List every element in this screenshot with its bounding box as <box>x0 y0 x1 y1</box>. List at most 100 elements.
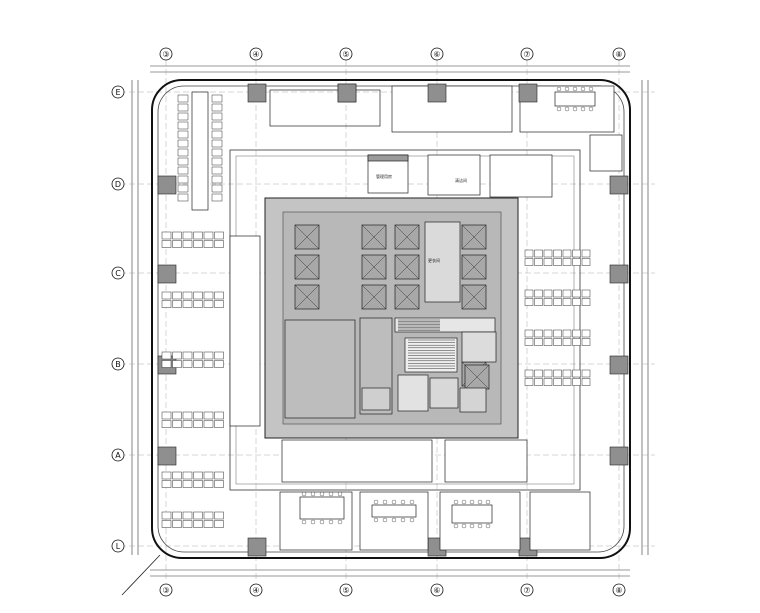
desk <box>572 329 581 338</box>
chair <box>301 519 307 525</box>
desk <box>562 369 572 378</box>
desk <box>214 420 224 428</box>
grid-bubble-col <box>430 583 444 597</box>
desk <box>581 289 591 298</box>
desk <box>562 378 572 386</box>
chair <box>328 519 334 525</box>
desk <box>172 511 182 520</box>
desk <box>193 351 203 360</box>
desk <box>553 258 562 266</box>
desk <box>534 369 543 378</box>
desk <box>203 360 214 368</box>
desk <box>172 360 182 368</box>
desk <box>572 378 581 386</box>
chair <box>572 86 578 92</box>
desk <box>161 511 172 520</box>
desk <box>214 511 224 520</box>
desk <box>543 369 553 378</box>
desk <box>534 378 543 386</box>
grid-bubble-label: ③ <box>162 586 169 595</box>
desk <box>193 360 203 368</box>
chair <box>453 523 459 529</box>
desk <box>203 471 214 480</box>
desk <box>172 420 182 428</box>
desk <box>524 298 534 306</box>
chair <box>477 523 483 529</box>
desk <box>214 411 224 420</box>
conference-table <box>371 504 417 518</box>
desk <box>172 291 182 300</box>
chair <box>382 499 388 505</box>
desk <box>182 300 193 308</box>
chair <box>485 499 491 505</box>
chair <box>469 523 475 529</box>
desk <box>553 298 562 306</box>
desk <box>572 289 581 298</box>
desk <box>543 289 553 298</box>
desk <box>214 480 224 488</box>
grid-bubble-label: ⑤ <box>342 586 349 595</box>
grid-bubble-label: ⑤ <box>342 50 349 59</box>
desk <box>543 258 553 266</box>
desk <box>161 471 172 480</box>
desk <box>161 291 172 300</box>
grid-bubble-col <box>612 583 626 597</box>
desk <box>182 240 193 248</box>
workstation-desks <box>161 91 591 528</box>
desk <box>553 338 562 346</box>
desk <box>177 139 189 148</box>
chair <box>319 519 325 525</box>
desk <box>172 411 182 420</box>
chair <box>461 499 467 505</box>
chair <box>588 86 594 92</box>
grid-bubble-col <box>339 583 353 597</box>
desk <box>524 378 534 386</box>
desk <box>172 300 182 308</box>
grid-bubble-label: ⑦ <box>523 586 530 595</box>
chair <box>382 517 388 523</box>
desk <box>211 157 223 166</box>
desk <box>193 520 203 528</box>
desk <box>534 258 543 266</box>
grid-bubble-label: C <box>115 269 121 278</box>
desk <box>581 249 591 258</box>
desk <box>203 411 214 420</box>
chair <box>310 519 316 525</box>
room-label-management: 管理用房 <box>376 173 392 179</box>
column <box>247 83 267 103</box>
chair <box>391 517 397 523</box>
desk <box>211 184 223 193</box>
leader-line <box>121 554 161 596</box>
stairs <box>398 319 455 369</box>
grid-bubble-col <box>249 583 263 597</box>
desk <box>534 329 543 338</box>
desk <box>182 471 193 480</box>
desk <box>553 249 562 258</box>
chair <box>461 523 467 529</box>
desk <box>562 289 572 298</box>
desk <box>177 166 189 175</box>
desk <box>524 338 534 346</box>
room-label-cleaning: 清洁间 <box>455 177 467 183</box>
desk <box>161 351 172 360</box>
desk <box>177 112 189 121</box>
desk <box>553 378 562 386</box>
conference-table <box>554 91 596 107</box>
desk <box>177 103 189 112</box>
desk <box>581 338 591 346</box>
desk <box>203 291 214 300</box>
grid-bubble-col <box>159 583 173 597</box>
grid-bubble-label: D <box>115 180 121 189</box>
column <box>247 537 267 557</box>
desk <box>524 369 534 378</box>
grid-bubble-row <box>111 539 125 553</box>
desk <box>562 258 572 266</box>
grid-bubble-label: ⑦ <box>523 50 530 59</box>
desk <box>214 471 224 480</box>
conference-table <box>299 496 345 520</box>
chair <box>328 491 334 497</box>
column <box>518 83 538 103</box>
grid-bubble-col <box>612 47 626 61</box>
desk <box>203 420 214 428</box>
